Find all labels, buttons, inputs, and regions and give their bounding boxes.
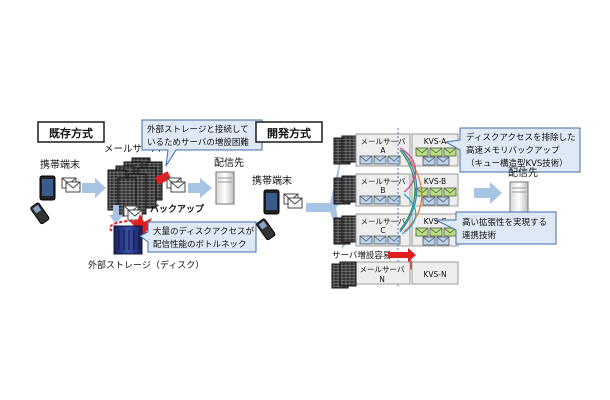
existing-callout-top-line-1: 外部ストレージと接続して (147, 124, 249, 135)
flow-arrow (188, 178, 212, 198)
server-name: メールサーバ (361, 177, 406, 186)
red-tag-icon (154, 171, 172, 185)
kvs-label: KVS-A (424, 137, 447, 146)
envelope-icon (429, 147, 443, 157)
proposed-callout-bottom: 高い拡張性を実現する 連携技術 (435, 211, 557, 245)
server-name: メールサーバ (361, 217, 406, 226)
new-server-row: メールサーバ N KVS-N (331, 261, 459, 289)
server-rack-icon (333, 135, 359, 165)
proposed-callout-top-line-1: ディスクアクセスを排除した (466, 132, 575, 143)
envelope-icon (429, 187, 443, 197)
envelope-icon (429, 227, 443, 237)
envelope-icon (373, 195, 387, 205)
proposed-callout-top: ディスクアクセスを排除した 高速メモリバックアップ （キュー構造型KVS技術） (444, 127, 581, 173)
server-id: C (380, 226, 385, 235)
cellphone-icon (30, 202, 50, 225)
envelope-icon (443, 187, 457, 197)
envelope-icon (415, 147, 429, 157)
envelope-icon (283, 193, 303, 209)
server-id: A (380, 146, 386, 155)
destination-server-icon (215, 171, 235, 205)
server-rack-icon (107, 157, 163, 217)
envelope-icon (436, 156, 450, 166)
proposed-callout-bottom-line-1: 高い拡張性を実現する (462, 217, 547, 228)
existing-callout-bottom-line-2: 配信性能のボトルネック (153, 239, 247, 250)
server-rack-icon (333, 175, 359, 205)
server-rack-icon (331, 261, 357, 289)
existing-callout-bottom: 大量のディスクアクセスが 配信性能のボトルネック (139, 221, 257, 253)
kvs-label: KVS-C (424, 217, 447, 226)
cellphone-icon (256, 218, 276, 241)
existing-mobile-label: 携帯端末 (40, 158, 80, 171)
existing-callout-top: 外部ストレージと接続して いるためサーバの増設困難 (141, 119, 263, 167)
envelope-icon (166, 177, 186, 193)
add-arrow (388, 248, 416, 262)
flow-arrow (82, 178, 106, 198)
proposed-callout-top-line-2: 高速メモリバックアップ (466, 145, 560, 156)
kvs-label: KVS-B (424, 177, 446, 186)
existing-callout-top-line-2: いるためサーバの増設困難 (147, 137, 249, 148)
envelope-icon (436, 196, 450, 206)
phone-icon (263, 189, 280, 215)
existing-title-box: 既存方式 (37, 121, 105, 143)
phone-icon (39, 175, 56, 201)
envelope-icon (359, 155, 373, 165)
existing-callout-bottom-line-1: 大量のディスクアクセスが (153, 226, 254, 237)
flow-arrow-down (109, 205, 123, 224)
flow-arrow (474, 182, 502, 204)
add-server-label: サーバ増設容易 (332, 250, 391, 261)
proposed-callout-bottom-line-2: 連携技術 (462, 230, 497, 241)
envelope-icon (373, 235, 387, 245)
server-rack-icon (333, 215, 359, 245)
backup-label: バックアップ (150, 203, 205, 215)
envelope-icon (422, 156, 436, 166)
envelope-icon (443, 147, 457, 157)
existing-mail-server-label: メールサーバ (104, 144, 161, 155)
server-name: メールサーバ (361, 137, 406, 146)
envelope-icon (422, 196, 436, 206)
envelope-icon (415, 227, 429, 237)
new-server-name: メールサーバ (360, 265, 405, 274)
sync-lines (399, 147, 423, 235)
proposed-callout-top-line-3: （キュー構造型KVS技術） (466, 158, 568, 169)
server-id: B (380, 186, 385, 195)
existing-destination-label: 配信先 (214, 157, 244, 169)
proposed-mobile-label: 携帯端末 (252, 174, 292, 187)
proposed-title: 開発方式 (267, 126, 311, 140)
existing-title: 既存方式 (49, 126, 93, 140)
envelope-icon (359, 235, 373, 245)
destination-server-icon (509, 181, 529, 215)
envelope-icon (359, 195, 373, 205)
proposed-title-box: 開発方式 (255, 121, 323, 143)
envelope-icon (123, 205, 143, 221)
storage-icon (113, 225, 143, 255)
new-server-id: N (379, 275, 385, 284)
envelope-icon (61, 177, 81, 193)
proposed-destination-label: 配信先 (508, 167, 538, 179)
envelope-icon (422, 236, 436, 246)
new-server-kvs: KVS-N (423, 270, 446, 279)
envelope-icon (436, 236, 450, 246)
envelope-icon (373, 155, 387, 165)
storage-label: 外部ストレージ（ディスク） (88, 259, 204, 271)
